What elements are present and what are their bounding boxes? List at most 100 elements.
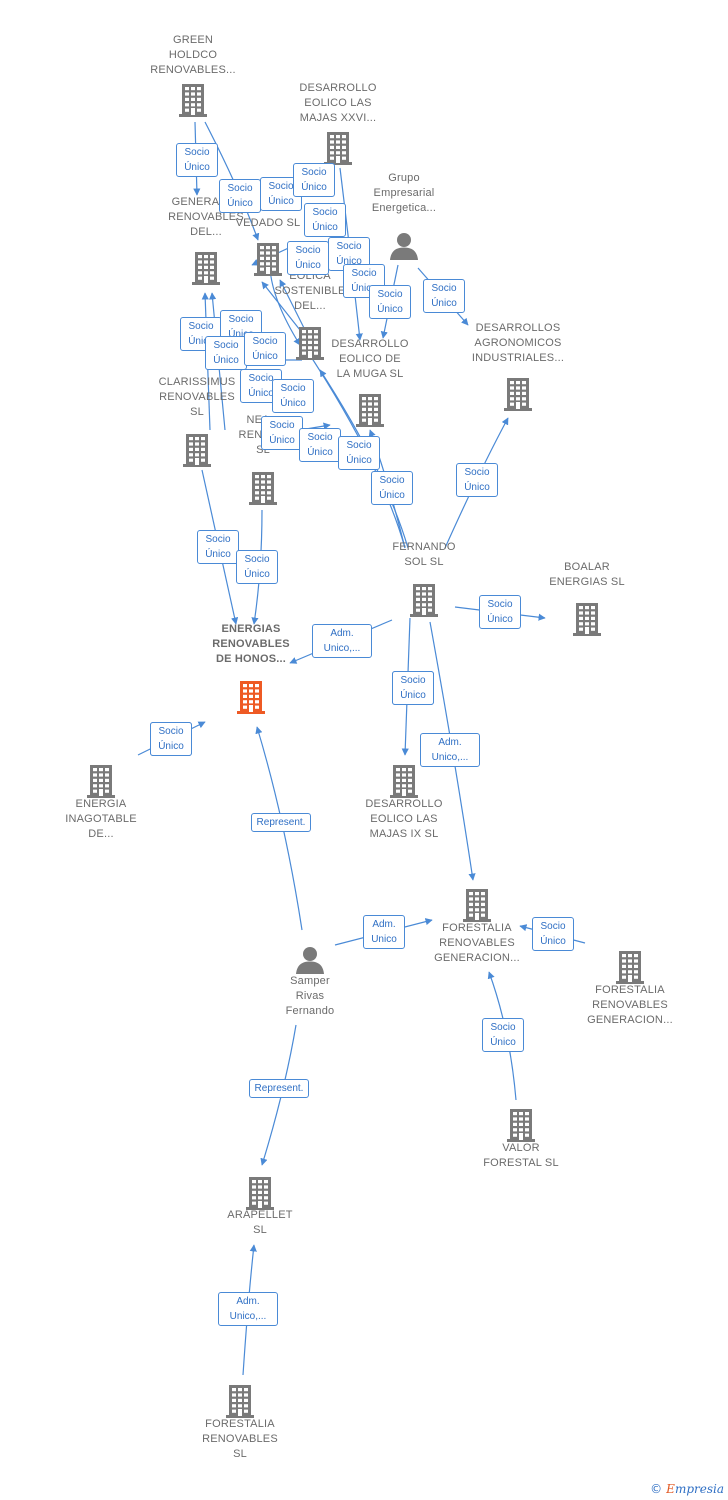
node-label-boalar[interactable]: BOALAR ENERGIAS SL [527, 560, 647, 590]
building-icon[interactable] [248, 471, 278, 510]
edge-label-line: Represent. [256, 816, 306, 828]
building-icon[interactable] [253, 242, 283, 281]
node-label-line: ENERGIAS [221, 623, 281, 635]
node-label-line: Grupo [388, 172, 420, 184]
building-icon[interactable] [572, 602, 602, 641]
node-label-line: EOLICO DE [339, 353, 401, 365]
building-icon[interactable] [462, 888, 492, 927]
node-label-line: DEL... [190, 226, 222, 238]
edge-label-line: Socio [213, 340, 239, 351]
building-icon[interactable] [178, 83, 208, 122]
node-label-line: RENOVABLES... [150, 64, 236, 76]
building-icon[interactable] [86, 764, 116, 803]
building-icon[interactable] [615, 950, 645, 989]
edge-label-line: Adm. [330, 628, 354, 639]
building-icon[interactable] [236, 680, 266, 719]
edge-label-line: Único [351, 283, 377, 294]
building-icon[interactable] [389, 764, 419, 803]
building-icon[interactable] [503, 377, 533, 416]
edge-label-line: Único [336, 256, 362, 267]
building-icon[interactable] [355, 393, 385, 432]
edge-label-line: Adm. [236, 1296, 260, 1307]
edge-label-e32[interactable]: Adm.Unico [363, 915, 405, 949]
node-label-line: RENOVABLES [168, 211, 244, 223]
node-label-line: RENOVABLES [212, 638, 290, 650]
building-icon[interactable] [225, 1384, 255, 1423]
edge-label-e31[interactable]: Represent. [251, 812, 311, 832]
edge-label-e36[interactable]: Adm.Unico,... [218, 1292, 278, 1326]
edge-label-line: Socio [248, 373, 274, 384]
building-icon[interactable] [245, 1176, 275, 1215]
edge-label-line: Socio [379, 475, 405, 486]
node-label-line: ENERGIAS SL [549, 576, 625, 588]
edge-label-line: Único [379, 490, 405, 501]
empresia-logo[interactable]: ©Empresia [650, 1482, 724, 1496]
node-label-line: DEL... [294, 300, 326, 312]
building-icon[interactable] [506, 1108, 536, 1147]
edge-label-line: Adm. [438, 737, 462, 748]
edge-label-line: Socio [228, 314, 254, 325]
edge-label-line: Socio [400, 675, 426, 686]
edge-line [261, 281, 301, 331]
node-label-line: SL [233, 1448, 247, 1460]
building-icon[interactable] [191, 251, 221, 290]
edge-label-line: Represent. [254, 1082, 304, 1094]
edge-label-e35[interactable]: Represent. [249, 1078, 309, 1098]
edge-label-e25[interactable]: Adm.Unico,... [312, 624, 372, 658]
building-icon[interactable] [182, 433, 212, 472]
brand-initial: E [666, 1482, 675, 1496]
building-icon[interactable] [323, 131, 353, 170]
person-icon[interactable] [295, 945, 325, 980]
edge-label-e30[interactable]: Adm.Unico,... [420, 733, 480, 767]
edge-label-line: Socio [280, 383, 306, 394]
building-icon[interactable] [409, 583, 439, 622]
node-label-line: INDUSTRIALES... [471, 352, 565, 364]
node-label-line: EOLICO LAS [370, 813, 438, 825]
edge-label-line: Socio [540, 921, 566, 932]
node-label-line: BOALAR [564, 561, 610, 573]
building-icon[interactable] [295, 326, 325, 365]
person-icon[interactable] [389, 231, 419, 266]
node-label-line: AGRONOMICOS [474, 337, 562, 349]
node-label-line: GENERACION... [434, 952, 520, 964]
